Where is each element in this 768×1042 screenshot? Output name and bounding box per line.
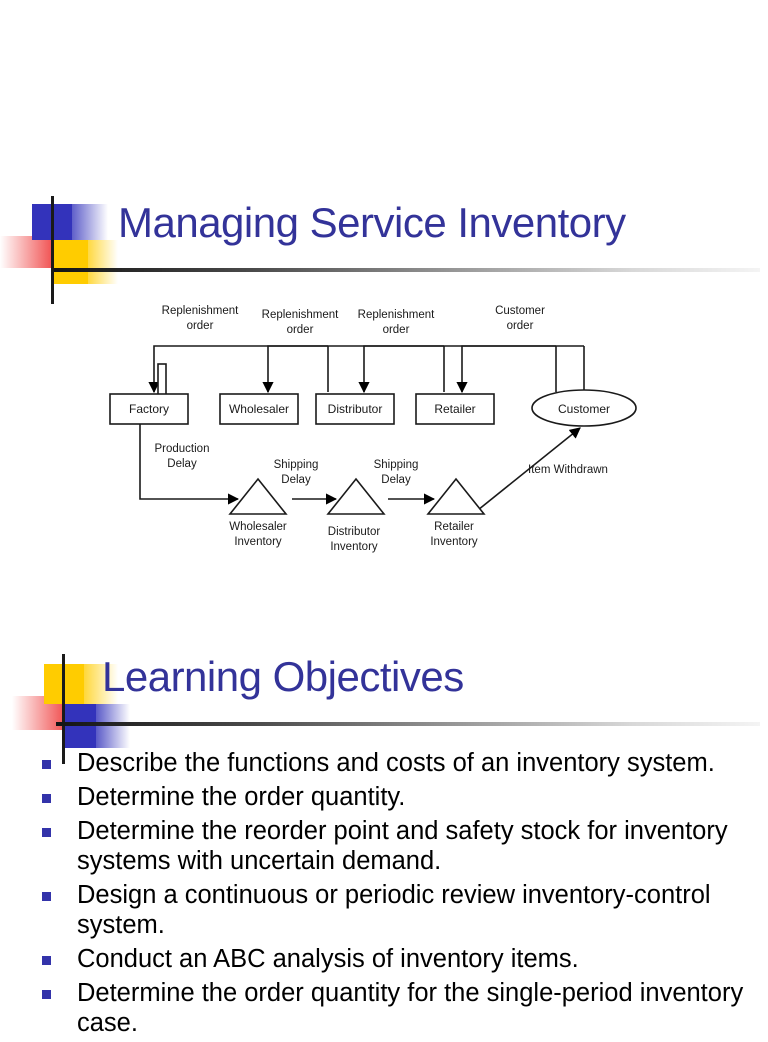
- list-item: Determine the order quantity.: [42, 782, 754, 812]
- bullet-square-icon: [42, 956, 51, 965]
- objectives-underline-rule: [56, 722, 760, 726]
- connector-replenishment-1: [148, 345, 328, 394]
- label-distributor-inventory-a: Distributor: [328, 526, 381, 538]
- label-wholesaler-inventory-a: Wholesaler: [229, 521, 287, 533]
- label-retailer-inventory-a: Retailer: [434, 521, 474, 533]
- slide-managing-service-inventory: Managing Service Inventory Replenishment…: [0, 196, 760, 564]
- label-replenishment-order-3a: Replenishment: [358, 309, 436, 321]
- label-retailer-inventory-b: Inventory: [430, 536, 478, 548]
- list-item-label: Conduct an ABC analysis of inventory ite…: [77, 945, 579, 973]
- label-production-delay-b: Delay: [167, 458, 197, 470]
- bullet-square-icon: [42, 990, 51, 999]
- node-distributor-label: Distributor: [328, 402, 383, 416]
- slide-learning-objectives: Learning Objectives: [0, 640, 768, 1024]
- node-customer-ellipse: [531, 389, 637, 427]
- label-production-delay-a: Production: [155, 443, 210, 455]
- list-item: Determine the order quantity for the sin…: [42, 978, 754, 1038]
- bullet-square-icon: [42, 892, 51, 901]
- list-item: Design a continuous or periodic review i…: [42, 880, 754, 940]
- connector-production-delay: [139, 424, 240, 505]
- label-shipping-delay-1a: Shipping: [274, 459, 319, 471]
- objectives-title: Learning Objectives: [102, 653, 464, 700]
- label-wholesaler-inventory-b: Inventory: [234, 536, 282, 548]
- label-replenishment-order-2a: Replenishment: [262, 309, 340, 321]
- list-item-label: Design a continuous or periodic review i…: [77, 881, 711, 939]
- title-underline-rule: [54, 268, 760, 272]
- node-retailer-label: Retailer: [434, 402, 475, 416]
- deco-yellow-fade-square: [78, 240, 118, 284]
- node-distributor-box: [315, 393, 395, 425]
- label-item-withdrawn: Item Withdrawn: [528, 464, 608, 476]
- node-wholesaler-label: Wholesaler: [229, 402, 289, 416]
- triangle-wholesaler-inventory: [228, 477, 288, 515]
- label-shipping-delay-2a: Shipping: [374, 459, 419, 471]
- list-item-label: Describe the functions and costs of an i…: [77, 749, 715, 777]
- node-wholesaler-box: [219, 393, 299, 425]
- connector-item-withdrawn: [477, 427, 581, 511]
- label-replenishment-order-2b: order: [287, 324, 314, 336]
- bullet-square-icon: [42, 794, 51, 803]
- label-shipping-delay-1b: Delay: [281, 474, 311, 486]
- label-replenishment-order-1b: order: [187, 320, 214, 332]
- label-replenishment-order-1a: Replenishment: [162, 305, 240, 317]
- deco2-blue-fade-square: [88, 704, 130, 748]
- bullet-square-icon: [42, 760, 51, 769]
- list-item: Conduct an ABC analysis of inventory ite…: [42, 944, 754, 974]
- objectives-decoration-graphic: [12, 654, 132, 764]
- label-customer-order-a: Customer: [495, 305, 545, 317]
- list-item: Determine the reorder point and safety s…: [42, 816, 754, 876]
- node-factory-label: Factory: [129, 402, 169, 416]
- connector-customer-order: [456, 345, 584, 394]
- list-item-label: Determine the order quantity for the sin…: [77, 979, 744, 1037]
- page-title: Managing Service Inventory: [118, 199, 626, 246]
- deco2-yellow-fade-square: [74, 664, 118, 704]
- list-item: Describe the functions and costs of an i…: [42, 748, 754, 778]
- label-distributor-inventory-b: Inventory: [330, 541, 378, 553]
- triangle-distributor-inventory: [326, 477, 386, 515]
- bullet-square-icon: [42, 828, 51, 837]
- node-factory-box: [109, 393, 189, 425]
- label-customer-order-b: order: [507, 320, 534, 332]
- supply-chain-diagram: Replenishment order Replenishment order …: [96, 296, 672, 564]
- list-item-label: Determine the reorder point and safety s…: [77, 817, 728, 875]
- learning-objectives-list: Describe the functions and costs of an i…: [42, 748, 754, 1042]
- triangle-retailer-inventory: [426, 477, 486, 515]
- deco2-vertical-line: [62, 654, 65, 764]
- deco-vertical-line: [51, 196, 54, 304]
- label-shipping-delay-2b: Delay: [381, 474, 411, 486]
- list-item-label: Determine the order quantity.: [77, 783, 406, 811]
- label-replenishment-order-3b: order: [383, 324, 410, 336]
- factory-source-symbol: [157, 363, 167, 397]
- deco-blue-fade-square: [62, 204, 108, 240]
- connector-replenishment-2: [262, 345, 444, 394]
- node-retailer-box: [415, 393, 495, 425]
- node-customer-label: Customer: [558, 402, 610, 416]
- title-decoration-graphic: [0, 196, 120, 304]
- connector-replenishment-3: [358, 345, 556, 394]
